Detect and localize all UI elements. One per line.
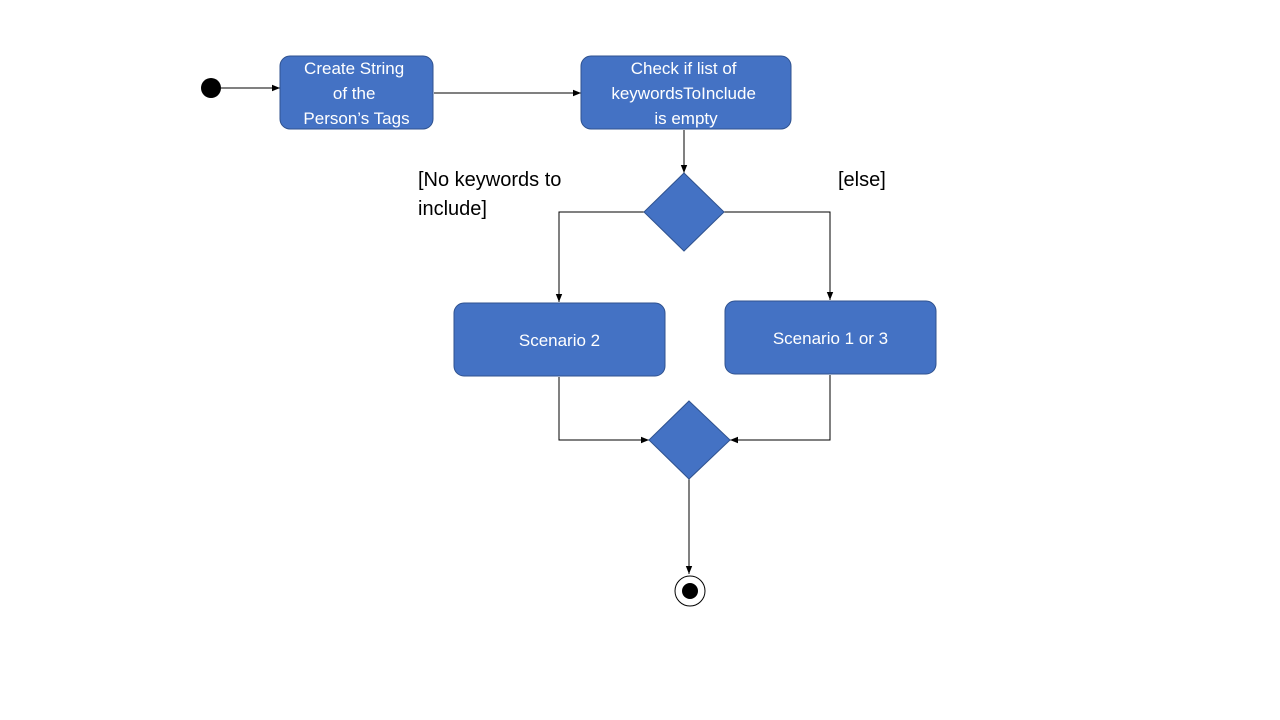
svg-text:Scenario 2: Scenario 2 (519, 331, 600, 350)
final-node (674, 575, 706, 607)
action-scenario-1-or-3-label: Scenario 1 or 3 (773, 329, 888, 348)
action-scenario-1-or-3: Scenario 1 or 3 (724, 300, 937, 375)
guard-no-keywords-line-2: include] (418, 198, 487, 220)
edge-scenario-2-to-merge (558, 377, 649, 444)
action-create-string-line-2: of the (333, 84, 376, 103)
action-check-keywords-line-2: keywordsToInclude (611, 84, 756, 103)
initial-node (201, 78, 221, 98)
svg-text:Check if list of keyword: Check if list of keywordsToInclude is em… (611, 59, 760, 128)
edge-scenario-1-or-3-to-merge (730, 375, 831, 444)
action-create-string-line-3: Person’s Tags (303, 109, 409, 128)
action-create-string: Create String of the Person’s Tags (279, 55, 434, 130)
edge-decision-to-scenario-1-or-3 (724, 211, 834, 300)
action-scenario-2-label: Scenario 2 (519, 331, 600, 350)
guard-else-line-1: [else] (838, 169, 886, 191)
action-scenario-2: Scenario 2 (453, 302, 666, 377)
merge-node (648, 400, 731, 480)
action-create-string-line-1: Create String (304, 59, 404, 78)
decision-node (643, 172, 725, 252)
guard-else: [else] (838, 169, 886, 191)
action-check-keywords: Check if list of keywordsToInclude is em… (580, 55, 792, 130)
action-check-keywords-line-3: is empty (654, 109, 718, 128)
svg-text:Scenario 1 or 3: Scenario 1 or 3 (773, 329, 888, 348)
edge-decision-to-scenario-2 (555, 211, 644, 302)
guard-no-keywords-line-1: [No keywords to (418, 169, 561, 191)
action-check-keywords-line-1: Check if list of (631, 59, 737, 78)
guard-no-keywords: [No keywords to include] (418, 169, 567, 220)
svg-text:Create String of the: Create String of the Person’s Tags (303, 59, 409, 128)
